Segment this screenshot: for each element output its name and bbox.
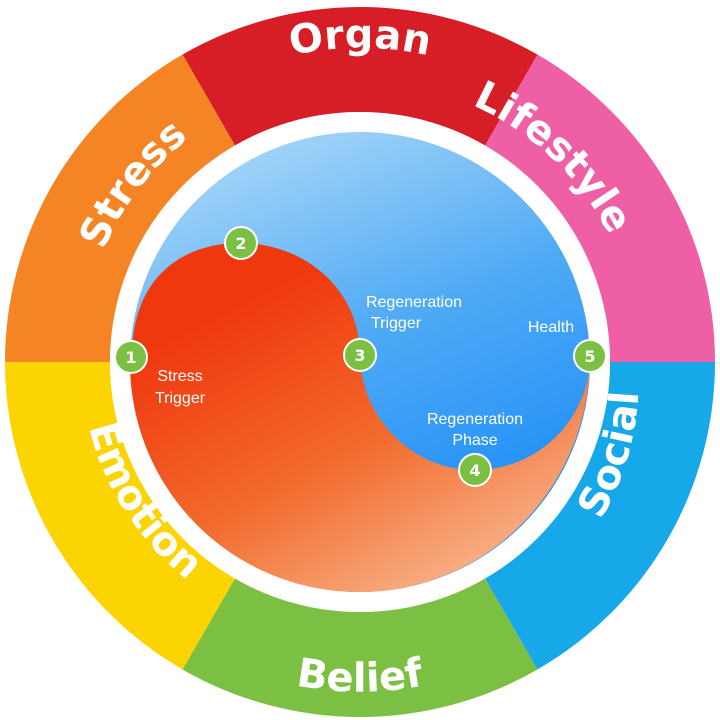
- label-stress-trigger-line2: Trigger: [155, 390, 206, 407]
- svg-text:4: 4: [469, 461, 480, 480]
- badge-2: 2: [224, 226, 258, 260]
- label-regeneration-phase-line2: Phase: [452, 432, 497, 449]
- label-stress-trigger: Stress: [157, 368, 202, 385]
- svg-text:3: 3: [354, 346, 365, 365]
- segment-stress: [5, 54, 235, 363]
- segment-belief: [182, 578, 538, 717]
- badge-3: 3: [343, 338, 377, 372]
- badge-1: 1: [114, 340, 148, 374]
- badge-4: 4: [458, 453, 492, 487]
- label-regeneration-phase: Regeneration: [427, 411, 523, 428]
- segment-lifestyle: [485, 54, 715, 363]
- label-belief: Belief: [294, 650, 427, 702]
- svg-text:1: 1: [125, 348, 136, 367]
- label-regeneration-trigger: Regeneration: [366, 294, 462, 311]
- segment-emotion: [5, 362, 235, 670]
- segment-organ: [182, 6, 538, 146]
- badge-5: 5: [573, 339, 607, 373]
- svg-text:2: 2: [235, 234, 246, 253]
- svg-text:5: 5: [584, 347, 595, 366]
- label-organ: Organ: [285, 12, 434, 65]
- segment-social: [485, 362, 715, 670]
- label-regeneration-trigger-line2: Trigger: [371, 315, 422, 332]
- red-wave: [130, 243, 590, 592]
- outer-ring: [5, 6, 715, 717]
- label-health: Health: [528, 319, 574, 336]
